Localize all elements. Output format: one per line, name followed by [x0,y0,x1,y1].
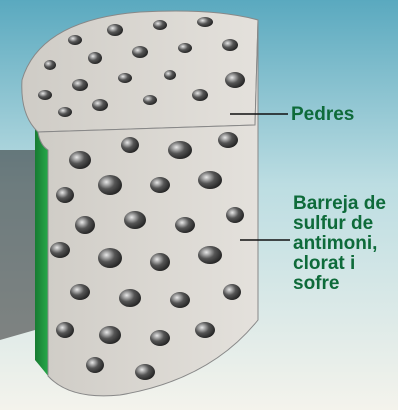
label-stones-text: Pedres [291,105,354,125]
label-mixture-line-2: sulfur de [293,214,386,234]
shadow [0,150,35,340]
label-mixture-line-1: Barreja de [293,194,386,214]
label-mixture-line-5: sofre [293,274,386,294]
label-mixture: Barreja de sulfur de antimoni, clorat i … [293,194,386,294]
cylinder-side [35,120,48,376]
label-mixture-line-4: clorat i [293,254,386,274]
label-mixture-line-3: antimoni, [293,234,386,254]
label-stones: Pedres [291,105,354,125]
